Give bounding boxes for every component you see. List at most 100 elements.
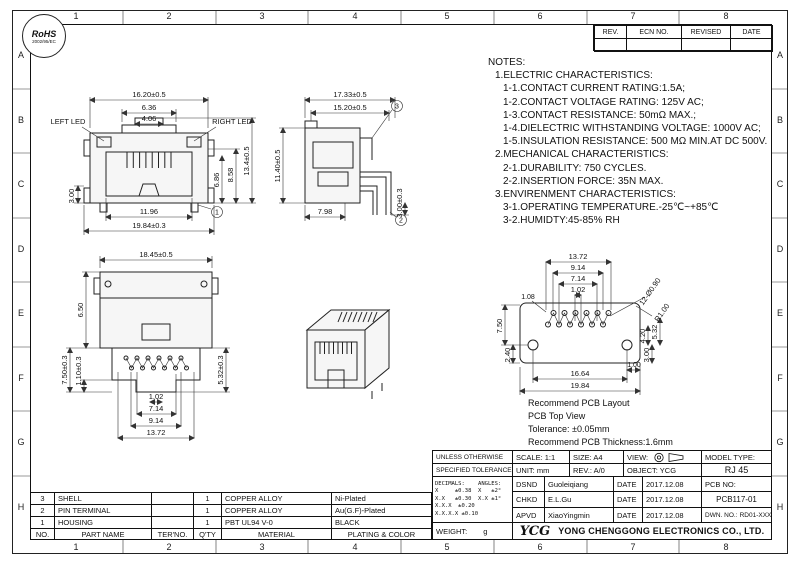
grid-col-label: 3 bbox=[259, 11, 265, 21]
dim-label: 3.00±0.3 bbox=[395, 188, 404, 217]
note-line: 3.ENVIRENMENT CHARACTERISTICS: bbox=[495, 189, 676, 201]
dim-label: 7.14 bbox=[571, 274, 586, 283]
dim-label: 2.40 bbox=[503, 348, 512, 363]
grid-col-label: 8 bbox=[723, 542, 729, 552]
note-line: 3-2.HUMIDTY:45-85% RH bbox=[503, 215, 620, 227]
grid-row-label: D bbox=[17, 244, 25, 254]
pcb-no-label: PCB NO: bbox=[701, 476, 772, 492]
dim-label: 18.45±0.5 bbox=[139, 250, 172, 259]
note-line: 1-5.INSULATION RESISTANCE: 500 MΩ MIN.AT… bbox=[503, 136, 768, 148]
part-marker-1: 1 bbox=[215, 210, 219, 217]
dim-label: 3.00 bbox=[642, 348, 651, 363]
tolerance-header-1: UNLESS OTHERWISE bbox=[432, 450, 513, 464]
tolerance-line: X.X.X.X ±0.10 bbox=[435, 510, 479, 517]
grid-row-label: C bbox=[17, 179, 25, 189]
dim-label: 3.00 bbox=[67, 189, 76, 204]
dim-label: 1.02 bbox=[149, 392, 164, 401]
pcb-no-value: PCB117-01 bbox=[701, 491, 772, 508]
rev-empty-cell bbox=[626, 38, 682, 52]
weight-value: g bbox=[483, 526, 488, 536]
grid-col-label: 4 bbox=[352, 542, 358, 552]
company-cell: YCG YONG CHENGGONG ELECTRONICS CO., LTD. bbox=[512, 522, 772, 540]
dwn-no-cell: DWN. NO.: RD01-XXX bbox=[701, 507, 772, 523]
dwn-no-value: RD01-XXX bbox=[739, 511, 772, 519]
dim-label: 17.33±0.5 bbox=[333, 90, 366, 99]
front-view: 16.20±0.5 6.36 4.06 LEFT LED RIGHT LED 3… bbox=[51, 90, 256, 235]
grid-col-label: 7 bbox=[630, 542, 636, 552]
grid-col-label: 2 bbox=[166, 542, 172, 552]
grid-col-label: 6 bbox=[537, 11, 543, 21]
parts-header-material: MATERIAL bbox=[221, 528, 332, 540]
rohs-stamp: RoHS 2002/95/EC bbox=[22, 14, 66, 58]
tolerance-block: DECIMALS: ANGLES: X ±0.38 X ±2° X.X ±0.3… bbox=[432, 476, 513, 523]
grid-col-label: 4 bbox=[352, 11, 358, 21]
revision-table: REV. ECN NO. REVISED DATE bbox=[593, 24, 773, 52]
parts-header-qty: Q'TY bbox=[193, 528, 222, 540]
grid-row-label: A bbox=[17, 50, 24, 60]
grid-col-label: 3 bbox=[259, 542, 265, 552]
pcb-caption-line: Tolerance: ±0.05mm bbox=[528, 424, 609, 434]
dim-label: 16.20±0.5 bbox=[132, 90, 165, 99]
dim-label: 13.4±0.5 bbox=[242, 146, 251, 175]
pcb-caption-line: PCB Top View bbox=[528, 411, 586, 421]
isometric-view bbox=[305, 308, 391, 399]
weight-cell: WEIGHT: g bbox=[432, 522, 513, 540]
tolerance-line: X.X ±0.30 X.X ±1° bbox=[435, 495, 502, 502]
grid-row-label: H bbox=[776, 502, 784, 512]
sign-date-label: DATE bbox=[613, 491, 643, 508]
dim-label: 16.64 bbox=[571, 369, 590, 378]
led-right-label: RIGHT LED bbox=[212, 117, 252, 126]
dim-label: 8.58 bbox=[226, 168, 235, 183]
dim-label: 11.96 bbox=[140, 207, 158, 216]
grid-col-label: 5 bbox=[444, 11, 450, 21]
scale-cell: SCALE: 1:1 bbox=[512, 450, 570, 464]
dim-label: 11.40±0.5 bbox=[273, 150, 282, 183]
parts-header-no: NO. bbox=[30, 528, 55, 540]
grid-row-label: B bbox=[776, 115, 783, 125]
border-ticks bbox=[12, 10, 788, 554]
dim-label: 7.98 bbox=[318, 207, 333, 216]
size-cell: SIZE: A4 bbox=[569, 450, 624, 464]
view-cell: VIEW: bbox=[623, 450, 702, 464]
sign-date: 2017.12.08 bbox=[642, 507, 702, 523]
dim-label: 9.14 bbox=[571, 263, 586, 272]
grid-row-label: G bbox=[776, 437, 784, 447]
notes-title: NOTES: bbox=[488, 57, 526, 68]
sign-role: DSND bbox=[512, 476, 545, 492]
dim-label: 5.32 bbox=[650, 325, 659, 340]
grid-row-label: E bbox=[17, 308, 24, 318]
sign-date-label: DATE bbox=[613, 507, 643, 523]
rev-empty-cell bbox=[681, 38, 731, 52]
pcb-caption-line: Recommend PCB Layout bbox=[528, 398, 630, 408]
dim-label: 1.10±0.3 bbox=[74, 356, 83, 385]
sign-role: APVD bbox=[512, 507, 545, 523]
view-label: VIEW: bbox=[627, 452, 649, 462]
led-left-label: LEFT LED bbox=[51, 117, 86, 126]
note-line: 1-2.CONTACT VOLTAGE RATING: 125V AC; bbox=[503, 96, 704, 108]
sign-date: 2017.12.08 bbox=[642, 491, 702, 508]
sign-date: 2017.12.08 bbox=[642, 476, 702, 492]
dim-label: 1.02 bbox=[571, 285, 586, 294]
rev-empty-cell bbox=[594, 38, 627, 52]
dim-label: 1.08 bbox=[521, 294, 535, 301]
grid-row-label: E bbox=[776, 308, 783, 318]
sign-role: CHKD bbox=[512, 491, 545, 508]
grid-row-label: F bbox=[777, 373, 783, 383]
side-view: 17.33±0.5 15.20±0.5 11.40±0.5 3.00±0.3 7… bbox=[273, 90, 409, 226]
projection-symbol-icon bbox=[654, 452, 684, 462]
grid-col-label: 5 bbox=[444, 542, 450, 552]
company-name: YONG CHENGGONG ELECTRONICS CO., LTD. bbox=[558, 526, 765, 536]
sign-name: Guoleiqiang bbox=[544, 476, 614, 492]
grid-row-label: A bbox=[776, 50, 783, 60]
pcb-caption-line: Recommend PCB Thickness:1.6mm bbox=[528, 437, 673, 447]
tolerance-line: X.X.X ±0.20 bbox=[435, 503, 475, 510]
parts-table: 3 SHELL 1 COPPER ALLOY Ni-Plated 2 PIN T… bbox=[30, 492, 432, 540]
part-marker-2: 2 bbox=[399, 218, 403, 225]
dim-label: 7.14 bbox=[149, 404, 164, 413]
dwn-no-label: DWN. NO.: bbox=[705, 511, 738, 519]
note-line: 2-1.DURABILITY: 750 CYCLES. bbox=[503, 162, 647, 174]
dim-label: 19.84±0.3 bbox=[132, 221, 165, 230]
rev-header-rev: REV. bbox=[594, 25, 627, 39]
